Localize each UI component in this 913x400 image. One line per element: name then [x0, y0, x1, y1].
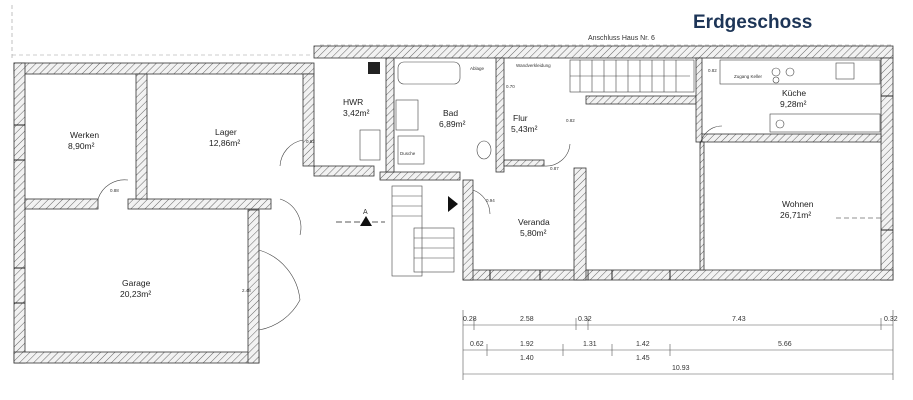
outside-stairs — [391, 185, 455, 277]
dimension-chains: 0.28 2.58 0.32 7.43 0.32 0.62 1.92 1.31 … — [462, 310, 898, 380]
dusche-label: Dusche — [400, 151, 416, 156]
wall-cladding-label: Wandverkleidung — [516, 63, 551, 68]
room-garage-name: Garage — [122, 278, 151, 288]
room-labels: Werken 8,90m² Lager 12,86m² HWR 3,42m² B… — [68, 88, 814, 299]
room-garage-area: 20,23m² — [120, 289, 151, 299]
dim-row2-4: 5.66 — [778, 341, 792, 348]
garage-door-width: 2.48 — [242, 288, 251, 293]
room-werken-area: 8,90m² — [68, 141, 95, 151]
section-marker: A — [336, 196, 458, 226]
section-label: A — [363, 209, 368, 216]
room-wohnen-area: 26,71m² — [780, 210, 811, 220]
room-hwr-area: 3,42m² — [343, 108, 370, 118]
left-wing-walls — [13, 62, 315, 364]
dim-row2-2: 1.31 — [583, 341, 597, 348]
veranda-door-width: 0.94 — [486, 198, 495, 203]
cellar-access-label: Zugang Keller — [734, 74, 763, 79]
hwr-fixtures — [359, 62, 381, 161]
room-flur-name: Flur — [513, 113, 528, 123]
kueche-door-width: 0.82 — [708, 68, 717, 73]
main-wing-walls — [313, 45, 894, 281]
lager-door-width: 0.82 — [306, 139, 315, 144]
dim-row1-3: 7.43 — [732, 316, 746, 323]
room-veranda-name: Veranda — [518, 217, 550, 227]
room-hwr-name: HWR — [343, 97, 363, 107]
dim-row2-3: 1.42 — [636, 341, 650, 348]
dim-row1-0: 0.28 — [463, 316, 477, 323]
windows — [14, 95, 893, 304]
room-wohnen-name: Wohnen — [782, 199, 814, 209]
werken-door-width: 0.88 — [110, 188, 119, 193]
room-flur-area: 5,43m² — [511, 124, 538, 134]
room-veranda-area: 5,80m² — [520, 228, 547, 238]
room-werken-name: Werken — [70, 130, 99, 140]
plan-title: Erdgeschoss — [693, 12, 812, 33]
dim-row1-4: 0.32 — [884, 316, 898, 323]
bathroom-fixtures: Ablage Dusche Wandverkleidung — [395, 61, 551, 165]
dim-row2-0: 0.62 — [470, 341, 484, 348]
bad-door-width: 0.70 — [506, 84, 515, 89]
room-kueche-name: Küche — [782, 88, 806, 98]
main-stairs — [569, 59, 695, 93]
adjacent-house-label: Anschluss Haus Nr. 6 — [588, 35, 655, 42]
room-bad-area: 6,89m² — [439, 119, 466, 129]
dim-row1-1: 2.58 — [520, 316, 534, 323]
room-kueche-area: 9,28m² — [780, 99, 807, 109]
room-lager-name: Lager — [215, 127, 237, 137]
room-bad-name: Bad — [443, 108, 458, 118]
door-swings — [97, 125, 723, 331]
dim-row3-0: 1.40 — [520, 355, 534, 362]
door-labels: 0.82 0.88 2.48 0.70 0.82 0.82 0.94 0.87 — [110, 68, 717, 293]
dim-total: 10.93 — [672, 365, 690, 372]
kitchen-counter: Zugang Keller — [719, 59, 881, 133]
dim-row3-1: 1.45 — [636, 355, 650, 362]
room-lager-area: 12,86m² — [209, 138, 240, 148]
dim-row1-2: 0.32 — [578, 316, 592, 323]
veranda-side-door-width: 0.87 — [550, 166, 559, 171]
ablage-label: Ablage — [470, 66, 485, 71]
dim-row2-1: 1.92 — [520, 341, 534, 348]
flur-door-width: 0.82 — [566, 118, 575, 123]
